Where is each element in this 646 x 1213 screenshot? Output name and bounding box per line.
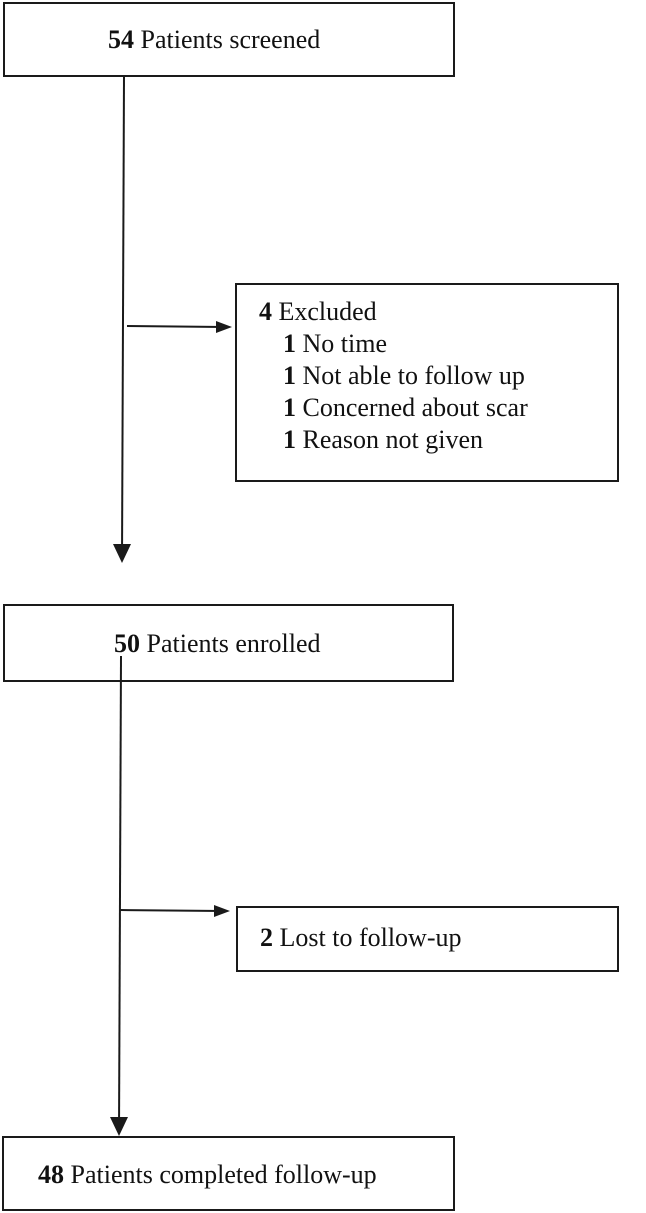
excluded-reason-1: 1 No time — [259, 328, 528, 360]
lost-label: Lost to follow-up — [279, 923, 462, 952]
arrowhead-screened-to-enrolled — [113, 544, 131, 563]
excluded-list: 4 Excluded 1 No time 1 Not able to follo… — [259, 296, 528, 456]
arrowhead-enrolled-to-completed — [110, 1117, 128, 1136]
reason-count: 1 — [283, 361, 296, 390]
lost-box: 2 Lost to follow-up — [236, 906, 619, 972]
completed-text: 48 Patients completed follow-up — [38, 1159, 377, 1191]
connector-to-lost — [119, 909, 223, 912]
excluded-reason-2: 1 Not able to follow up — [259, 360, 528, 392]
excluded-header: 4 Excluded — [259, 296, 528, 328]
enrolled-label: Patients enrolled — [146, 629, 321, 658]
screened-count: 54 — [108, 25, 134, 54]
connector-enrolled-to-completed — [118, 655, 122, 1134]
excluded-reason-4: 1 Reason not given — [259, 424, 528, 456]
excluded-reason-3: 1 Concerned about scar — [259, 392, 528, 424]
completed-label: Patients completed follow-up — [70, 1160, 377, 1189]
enrolled-box: 50 Patients enrolled — [3, 604, 454, 682]
screened-text: 54 Patients screened — [108, 24, 320, 56]
reason-label: Reason not given — [302, 425, 484, 454]
lost-text: 2 Lost to follow-up — [260, 922, 462, 954]
completed-box: 48 Patients completed follow-up — [2, 1136, 455, 1211]
lost-count: 2 — [260, 923, 273, 952]
connector-screened-to-enrolled — [121, 75, 125, 561]
reason-label: Not able to follow up — [302, 361, 525, 390]
reason-count: 1 — [283, 393, 296, 422]
reason-label: Concerned about scar — [302, 393, 528, 422]
enrolled-count: 50 — [114, 629, 140, 658]
completed-count: 48 — [38, 1160, 64, 1189]
arrowhead-to-lost — [214, 905, 230, 917]
screened-box: 54 Patients screened — [3, 2, 455, 77]
reason-count: 1 — [283, 329, 296, 358]
excluded-count: 4 — [259, 297, 272, 326]
arrowhead-to-excluded — [216, 321, 232, 333]
screened-label: Patients screened — [140, 25, 321, 54]
reason-count: 1 — [283, 425, 296, 454]
reason-label: No time — [302, 329, 388, 358]
connector-to-excluded — [126, 325, 225, 328]
excluded-label: Excluded — [278, 297, 377, 326]
excluded-box: 4 Excluded 1 No time 1 Not able to follo… — [235, 283, 619, 482]
enrolled-text: 50 Patients enrolled — [114, 628, 321, 660]
